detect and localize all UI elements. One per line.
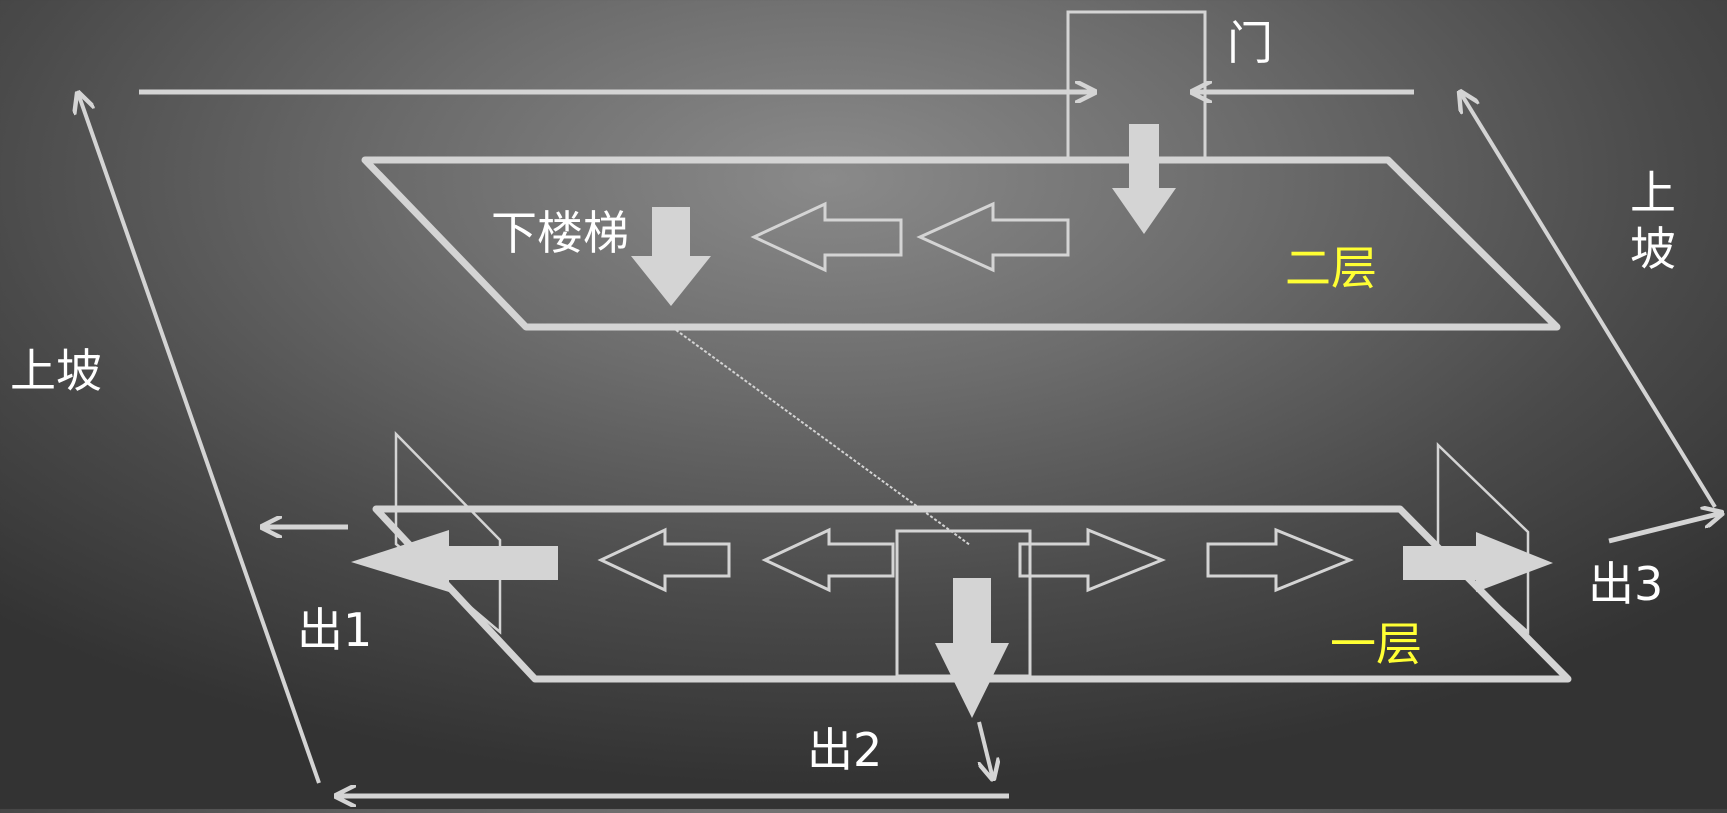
exit3-solid-arrow [1403, 532, 1553, 592]
slope-left-label: 上坡 [10, 344, 102, 398]
stairs-down-arrow [631, 207, 711, 306]
exit1-label: 出1 [297, 603, 373, 657]
floor2-flow-arrow-2 [750, 201, 903, 273]
exit2-guide-arrow [977, 721, 993, 779]
exit3-guide-arrow [1608, 513, 1722, 544]
floor1-slab [372, 505, 1572, 683]
stairs-line [675, 329, 971, 546]
exit1-solid-arrow [351, 530, 558, 592]
floor2-flow-arrow-1 [916, 201, 1070, 273]
exit2-label: 出2 [807, 723, 883, 777]
floor2-label: 二层 [1285, 241, 1377, 295]
floor1-flow-arrow-right-2 [1206, 527, 1354, 593]
right-slope-arrow [1460, 92, 1717, 509]
slope-right-label: 上坡 [1630, 166, 1676, 276]
floor1-right-wall [1436, 442, 1530, 635]
door-label: 门 [1227, 16, 1273, 70]
floor1-label: 一层 [1330, 617, 1422, 671]
exit3-label: 出3 [1588, 557, 1664, 611]
floor1-left-wall [394, 430, 502, 635]
left-slope-arrow [78, 93, 321, 784]
door-down-arrow [1112, 124, 1176, 234]
floor2-slab [361, 156, 1561, 331]
down-stairs-label: 下楼梯 [491, 206, 629, 260]
floor1-flow-arrow-right-1 [1018, 527, 1166, 593]
floor1-flow-arrow-left-1 [597, 527, 731, 593]
floor1-flow-arrow-left-2 [761, 527, 895, 593]
exit2-solid-arrow [935, 578, 1009, 718]
